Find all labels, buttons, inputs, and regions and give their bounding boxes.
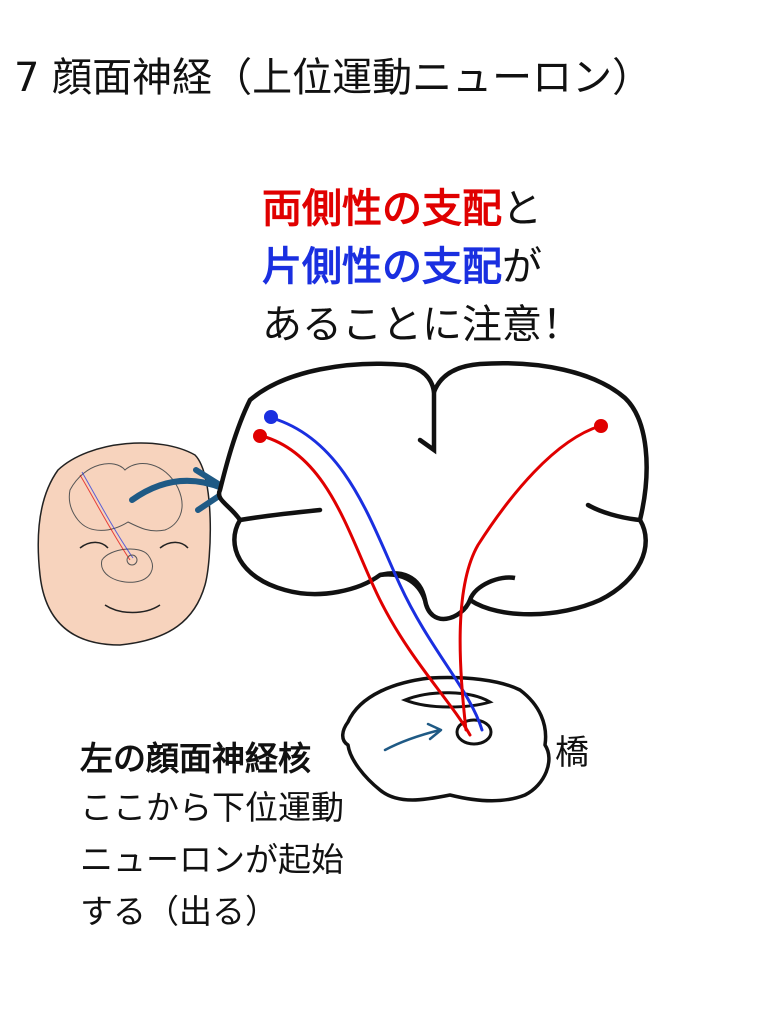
bilateral-origin-left	[253, 429, 267, 443]
right-lateral-fissure	[585, 502, 643, 523]
description-line-3: する（出る）	[80, 892, 278, 931]
nucleus-pointer-arrowhead-icon	[426, 722, 443, 741]
head-mouth	[104, 604, 161, 614]
zoom-arrow-icon	[129, 477, 225, 503]
brainstem-upper	[379, 572, 428, 601]
head-thumbnail	[37, 442, 212, 646]
pons-section	[341, 675, 551, 803]
bilateral-tract-right	[458, 424, 602, 732]
head-nucleus	[126, 554, 138, 566]
bilateral-origin-right	[594, 419, 608, 433]
facial-nucleus-label: 左の顔面神経核	[80, 739, 311, 778]
nucleus-pointer-arrow-icon	[383, 728, 442, 752]
brain-outline	[216, 361, 649, 621]
head-bilateral-tract	[79, 474, 131, 561]
head-pons-outline	[101, 548, 153, 583]
note-line-bilateral: 両側性の支配と	[262, 180, 682, 238]
head-eye-left	[79, 541, 109, 549]
description-line-2: ニューロンが起始	[80, 840, 344, 879]
brainstem-mid	[467, 575, 516, 601]
unilateral-origin-left	[264, 410, 278, 424]
head-unilateral-tract	[81, 471, 134, 559]
head-brain-outline	[68, 463, 183, 532]
bilateral-tract-left	[260, 434, 472, 737]
head-eye-right	[159, 541, 189, 549]
note-line1-suffix: と	[502, 186, 542, 232]
description-line-1: ここから下位運動	[80, 788, 344, 827]
left-lateral-fissure	[237, 507, 323, 523]
bilateral-control-text: 両側性の支配	[262, 186, 502, 232]
note-line2-suffix: が	[502, 244, 542, 290]
longitudinal-fissure	[417, 389, 437, 455]
bilateral-unilateral-note: 両側性の支配と 片側性の支配が あることに注意！	[262, 180, 682, 354]
page-title: 7 顔面神経（上位運動ニューロン）	[14, 55, 653, 101]
nucleus-description: ここから下位運動 ニューロンが起始 する（出る）	[80, 782, 344, 938]
pons-inner-band	[400, 691, 494, 709]
pons-label: 橋	[555, 733, 589, 773]
note-line-caution: あることに注意！	[262, 302, 582, 348]
facial-nerve-nucleus	[455, 718, 493, 746]
note-line-unilateral: 片側性の支配が	[262, 238, 682, 296]
unilateral-control-text: 片側性の支配	[262, 244, 502, 290]
